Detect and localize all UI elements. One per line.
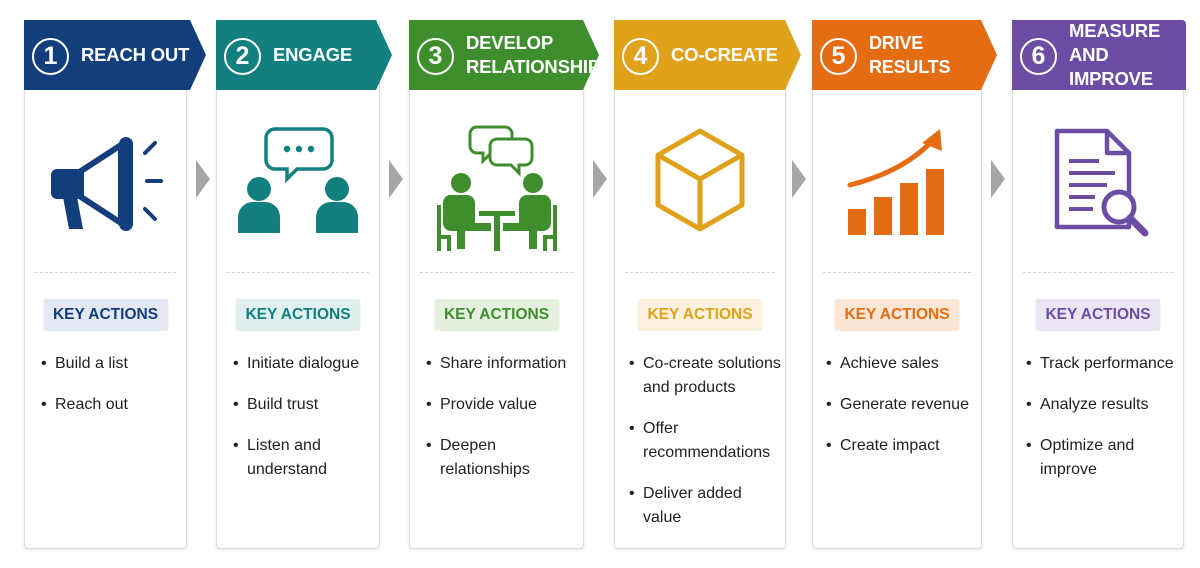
document-search-icon xyxy=(1054,128,1149,237)
list-item: •Create impact xyxy=(826,437,940,454)
divider xyxy=(625,272,775,273)
step-title-3: DEVELOP RELATIONSHIP xyxy=(466,32,600,77)
key-actions-badge: KEY ACTIONS xyxy=(834,299,960,331)
list-item: •Generate revenue xyxy=(826,396,969,413)
list-item: •Offer recommendations xyxy=(629,420,771,461)
key-actions-badge: KEY ACTIONS xyxy=(42,299,169,331)
list-item: •Provide value xyxy=(426,396,537,413)
step-title-1: REACH OUT xyxy=(81,44,190,65)
chevron-right-icon xyxy=(196,160,210,198)
step-number-6: 6 xyxy=(1020,38,1057,75)
list-item: •Initiate dialogue xyxy=(233,355,360,372)
action-list: •Track performance •Analyze results •Opt… xyxy=(1026,352,1183,499)
action-list: •Co-create solutions and products •Offer… xyxy=(629,352,781,547)
action-list: •Share information •Provide value •Deepe… xyxy=(426,352,579,499)
step-number-3: 3 xyxy=(417,38,454,75)
step-banner-1: 1 REACH OUT xyxy=(24,20,206,90)
list-item: •Share information xyxy=(426,355,567,372)
step-card-2: 2 ENGAGE KEY ACTIONS •Initiate dialogue … xyxy=(216,20,380,549)
divider xyxy=(35,272,176,273)
list-item: •Build trust xyxy=(233,396,319,413)
cube-icon xyxy=(655,128,745,232)
growth-chart-icon xyxy=(847,129,944,235)
list-item: •Optimize and improve xyxy=(1026,437,1135,478)
divider xyxy=(1023,272,1173,273)
conversation-people-icon xyxy=(238,127,358,233)
step-banner-4: 4 CO-CREATE xyxy=(614,20,801,90)
step-number-4: 4 xyxy=(622,38,659,75)
key-actions-badge: KEY ACTIONS xyxy=(433,299,560,331)
list-item: •Co-create solutions and products xyxy=(629,355,781,396)
step-number-5: 5 xyxy=(820,38,857,75)
list-item: •Deepen relationships xyxy=(426,437,530,478)
list-item: •Analyze results xyxy=(1026,396,1149,413)
chevron-right-icon xyxy=(792,160,806,198)
step-card-4: 4 CO-CREATE KEY ACTIONS •Co-create solut… xyxy=(614,20,786,549)
step-title-4: CO-CREATE xyxy=(671,44,778,65)
step-number-1: 1 xyxy=(32,38,69,75)
step-banner-5: 5 DRIVE RESULTS xyxy=(812,20,997,90)
chevron-right-icon xyxy=(593,160,607,198)
action-list: •Achieve sales •Generate revenue •Create… xyxy=(826,352,977,475)
step-card-1: 1 REACH OUT KEY ACTIONS •Build a list •R… xyxy=(24,20,187,549)
divider xyxy=(420,272,573,273)
step-banner-2: 2 ENGAGE xyxy=(216,20,392,90)
key-actions-badge: KEY ACTIONS xyxy=(1035,299,1161,331)
divider xyxy=(227,272,369,273)
list-item: •Track performance xyxy=(1026,355,1174,372)
step-banner-3: 3 DEVELOP RELATIONSHIP xyxy=(409,20,599,90)
step-title-6: MEASURE AND IMPROVE xyxy=(1069,20,1161,89)
step-number-2: 2 xyxy=(224,38,261,75)
step-card-3: 3 DEVELOP RELATIONSHIP KEY ACTIONS •Shar… xyxy=(409,20,584,549)
key-actions-badge: KEY ACTIONS xyxy=(235,299,361,331)
step-banner-6: 6 MEASURE AND IMPROVE xyxy=(1012,20,1186,90)
step-card-6: 6 MEASURE AND IMPROVE KEY ACTIONS •Track… xyxy=(1012,20,1186,549)
step-title-5: DRIVE RESULTS xyxy=(869,33,951,77)
list-item: •Deliver added value xyxy=(629,485,742,526)
action-list: •Initiate dialogue •Build trust •Listen … xyxy=(233,352,375,499)
list-item: •Reach out xyxy=(41,396,128,413)
list-item: •Listen and understand xyxy=(233,437,328,478)
action-list: •Build a list •Reach out xyxy=(41,352,182,434)
step-title-2: ENGAGE xyxy=(273,44,352,65)
step-card-5: 5 DRIVE RESULTS KEY ACTIONS •Achieve sal… xyxy=(812,20,982,549)
key-actions-badge: KEY ACTIONS xyxy=(637,299,763,331)
list-item: •Build a list xyxy=(41,355,128,372)
list-item: •Achieve sales xyxy=(826,355,939,372)
megaphone-icon xyxy=(50,137,163,231)
chevron-right-icon xyxy=(991,160,1005,198)
meeting-table-icon xyxy=(436,125,557,251)
chevron-right-icon xyxy=(389,160,403,198)
divider xyxy=(823,272,971,273)
